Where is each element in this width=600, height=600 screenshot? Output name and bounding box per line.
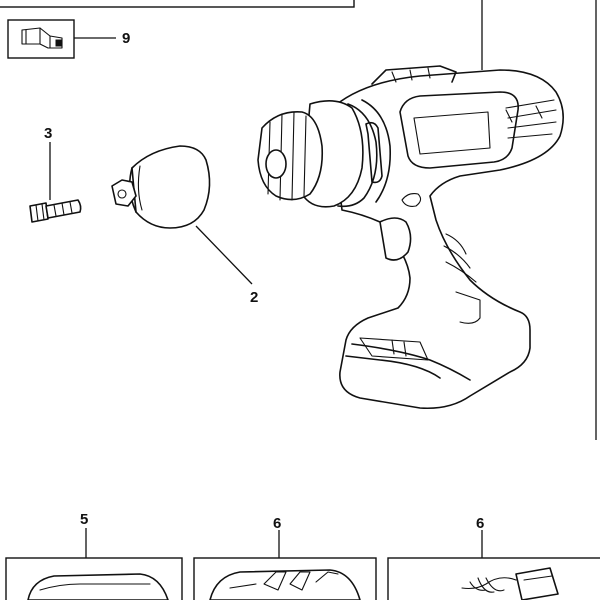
callout-2: 2 [250, 289, 258, 306]
part-9-bit-clip [7, 19, 75, 59]
header-frame [0, 0, 355, 8]
callout-3: 3 [44, 125, 52, 142]
part-3-screw [29, 199, 82, 223]
callout-6b: 6 [476, 515, 484, 532]
part-1-drill-body [257, 65, 564, 410]
part-6-adapter [387, 557, 600, 600]
callout-6a: 6 [273, 515, 281, 532]
part-2-chuck [111, 145, 211, 229]
callout-9: 9 [122, 30, 130, 47]
part-5-battery [5, 557, 183, 600]
callout-5: 5 [80, 511, 88, 528]
part-6-charger [193, 557, 377, 600]
leader-2 [195, 225, 253, 285]
